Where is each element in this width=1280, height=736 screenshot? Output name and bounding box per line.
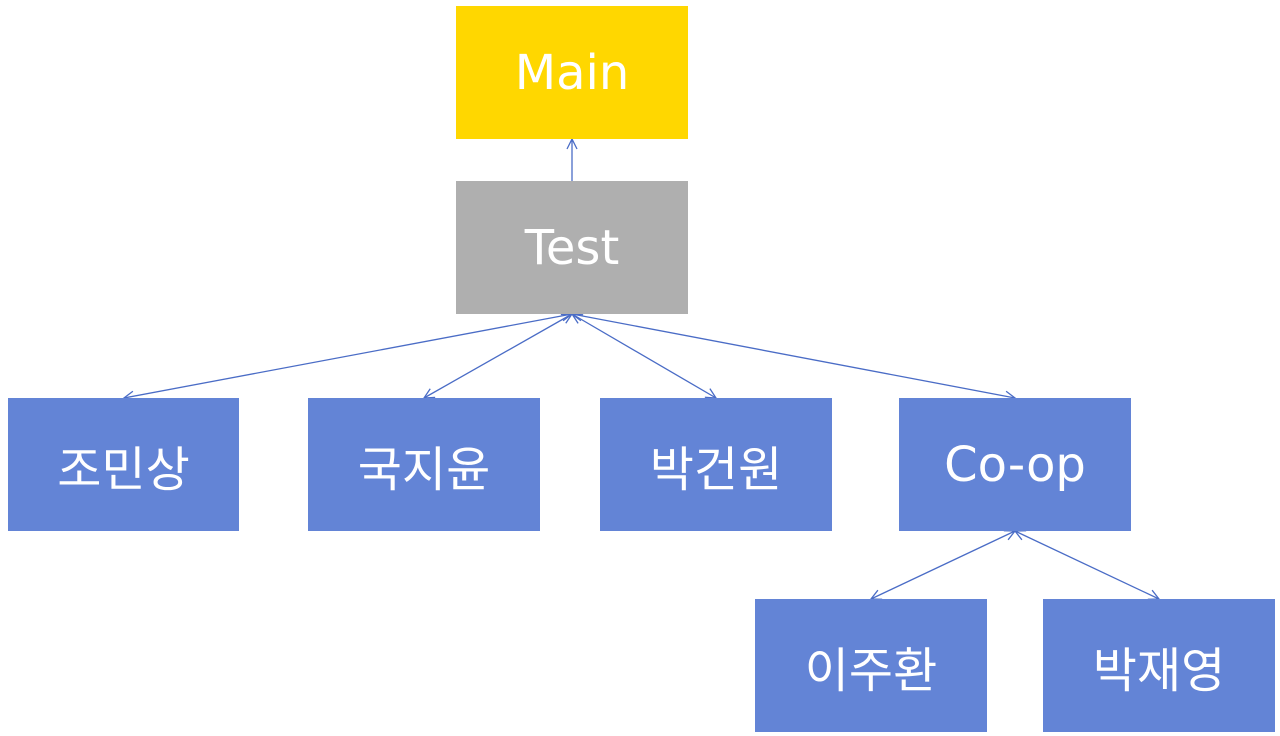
node-test-label: Test bbox=[524, 219, 620, 276]
node-lee-juhwan-label: 이주환 bbox=[804, 642, 938, 699]
node-cho-minsang[interactable]: 조민상 bbox=[8, 398, 239, 531]
node-main[interactable]: Main bbox=[456, 6, 688, 139]
node-coop-label: Co-op bbox=[944, 436, 1086, 493]
node-park-jaeyoung[interactable]: 박재영 bbox=[1043, 599, 1275, 732]
edge-test-park bbox=[572, 314, 716, 398]
edge-test-cho bbox=[124, 314, 572, 398]
node-park-jaeyoung-label: 박재영 bbox=[1092, 642, 1226, 699]
node-kuk-jiyun[interactable]: 국지윤 bbox=[308, 398, 540, 531]
node-lee-juhwan[interactable]: 이주환 bbox=[755, 599, 987, 732]
node-coop[interactable]: Co-op bbox=[899, 398, 1131, 531]
edge-test-kuk bbox=[424, 314, 572, 398]
edge-coop-lee bbox=[871, 531, 1015, 599]
edge-test-coop bbox=[572, 314, 1015, 398]
node-test[interactable]: Test bbox=[456, 181, 688, 314]
node-cho-minsang-label: 조민상 bbox=[57, 441, 190, 498]
node-park-geonwon[interactable]: 박건원 bbox=[600, 398, 832, 531]
node-main-label: Main bbox=[514, 44, 630, 101]
edge-coop-parkj bbox=[1015, 531, 1159, 599]
node-park-geonwon-label: 박건원 bbox=[649, 441, 783, 498]
node-kuk-jiyun-label: 국지윤 bbox=[357, 441, 491, 498]
